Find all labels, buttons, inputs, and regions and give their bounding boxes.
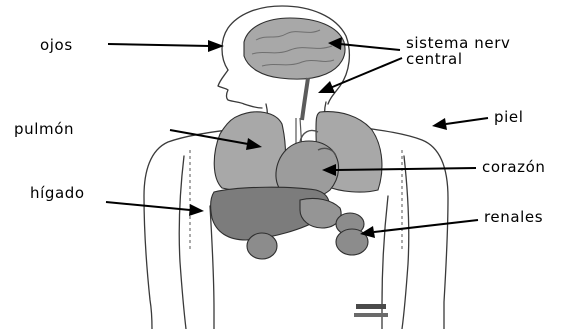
label-lung: pulmón	[14, 120, 74, 138]
arrow-skin	[446, 118, 488, 124]
label-cns-line2: central	[406, 50, 463, 68]
arrow-kidneys	[374, 220, 478, 232]
left-lung	[214, 112, 285, 192]
label-skin: piel	[494, 108, 524, 126]
right-arm-inner	[402, 156, 409, 329]
arrowhead-liver	[189, 204, 204, 216]
liver-label-group: hígado	[30, 184, 204, 216]
spinal-cord	[302, 78, 308, 120]
label-eyes: ojos	[40, 36, 73, 54]
label-heart: corazón	[482, 158, 546, 176]
left-kidney	[247, 233, 277, 259]
label-liver: hígado	[30, 184, 85, 202]
stamp-mark	[354, 304, 388, 317]
face-outline	[218, 70, 262, 108]
kidneys-label-group: renales	[360, 208, 543, 238]
arrow-liver	[106, 202, 190, 210]
arrowhead-cns-cord	[318, 81, 335, 93]
label-kidneys: renales	[484, 208, 543, 226]
arrowhead-skin	[432, 118, 447, 130]
right-torso	[382, 196, 388, 329]
left-arm-inner	[179, 156, 186, 329]
skin-label-group: piel	[432, 108, 524, 130]
eyes-label-group: ojos	[40, 36, 224, 54]
arrow-eyes	[108, 44, 210, 46]
cns-label-group: sistema nerv central	[318, 34, 510, 93]
left-torso	[210, 206, 214, 329]
